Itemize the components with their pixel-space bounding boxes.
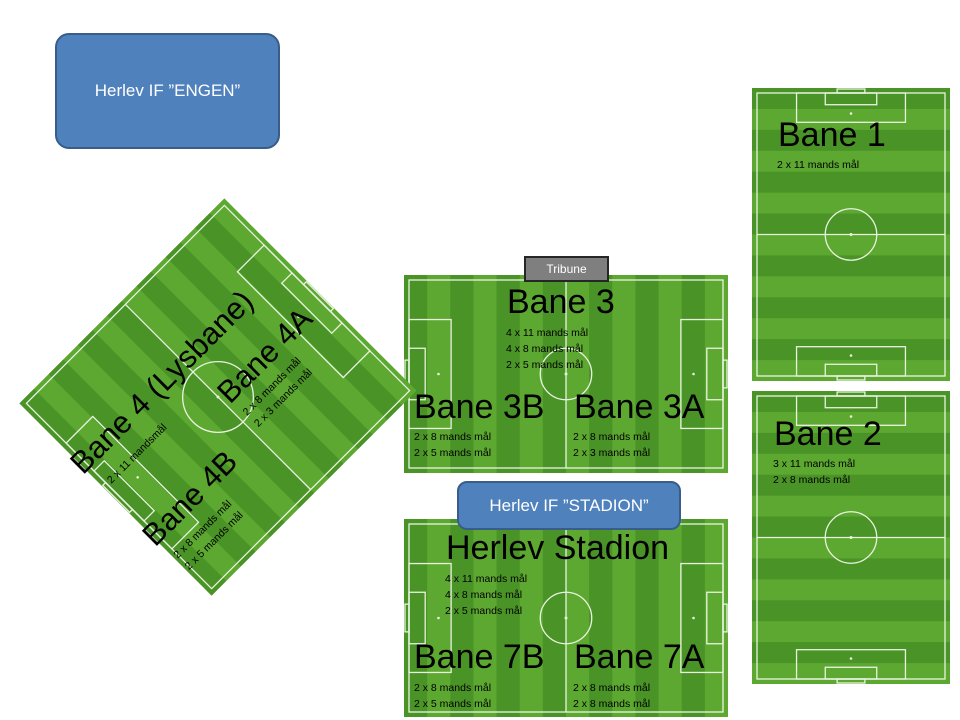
bane-7b-goals-1: 2 x 5 mands mål	[414, 698, 492, 710]
pitch-herlev-stadion	[404, 519, 728, 717]
bane-3b-goals-1: 2 x 5 mands mål	[414, 447, 492, 459]
field-bane-2: Bane 2 3 x 11 mands mål 2 x 8 mands mål	[752, 391, 950, 684]
bane-2-goals-1: 2 x 8 mands mål	[773, 474, 851, 486]
stadion-goals-0: 4 x 11 mands mål	[445, 573, 528, 585]
bane-7b-goals-0: 2 x 8 mands mål	[414, 682, 492, 694]
stadion-title: Herlev Stadion	[446, 529, 670, 567]
bane-2-goals-0: 3 x 11 mands mål	[773, 458, 856, 470]
bane-3a-goals-1: 2 x 3 mands mål	[573, 447, 651, 459]
pitch-bane-4	[19, 198, 417, 596]
bane-2-title: Bane 2	[774, 415, 882, 453]
bane-3b-title: Bane 3B	[414, 388, 545, 426]
bane-7b-title: Bane 7B	[414, 638, 545, 676]
bane-3b-goals-0: 2 x 8 mands mål	[414, 431, 492, 443]
stadion-label: Herlev IF ”STADION”	[489, 495, 649, 515]
bane-3-goals-1: 4 x 8 mands mål	[506, 343, 584, 355]
stadion-goals-1: 4 x 8 mands mål	[445, 589, 523, 601]
tribune-label: Tribune	[546, 262, 587, 276]
pitch-bane-3	[404, 275, 728, 473]
bane-1-title: Bane 1	[778, 116, 886, 154]
bane-3-title: Bane 3	[507, 283, 615, 321]
tribune-box: Tribune	[524, 256, 609, 282]
bane-4-rotated-pitch: Bane 4 (Lysbane) 2 x 11 mandsmål Bane 4A…	[19, 198, 417, 596]
bane-7a-goals-1: 2 x 8 mands mål	[573, 698, 651, 710]
stadion-goals-2: 2 x 5 mands mål	[445, 605, 523, 617]
engen-label: Herlev IF ”ENGEN”	[94, 81, 241, 100]
bane-1-goals-0: 2 x 11 mands mål	[777, 159, 860, 171]
field-herlev-stadion: Herlev Stadion 4 x 11 mands mål 4 x 8 ma…	[404, 519, 728, 717]
field-bane-1: Bane 1 2 x 11 mands mål	[752, 88, 950, 381]
bane-3a-goals-0: 2 x 8 mands mål	[573, 431, 651, 443]
field-bane-3: Bane 3 4 x 11 mands mål 4 x 8 mands mål …	[404, 275, 728, 473]
stadion-label-box: Herlev IF ”STADION”	[457, 481, 681, 530]
pitch-bane-1	[752, 88, 950, 381]
bane-3-goals-2: 2 x 5 mands mål	[506, 359, 584, 371]
field-bane-4-lysbane: Bane 4 (Lysbane) 2 x 11 mandsmål Bane 4A…	[19, 198, 417, 596]
bane-7a-goals-0: 2 x 8 mands mål	[573, 682, 651, 694]
bane-3a-title: Bane 3A	[574, 388, 705, 426]
bane-3-goals-0: 4 x 11 mands mål	[506, 327, 589, 339]
bane-7a-title: Bane 7A	[574, 638, 705, 676]
engen-label-box: Herlev IF ”ENGEN”	[55, 33, 280, 149]
pitch-bane-2	[752, 391, 950, 684]
